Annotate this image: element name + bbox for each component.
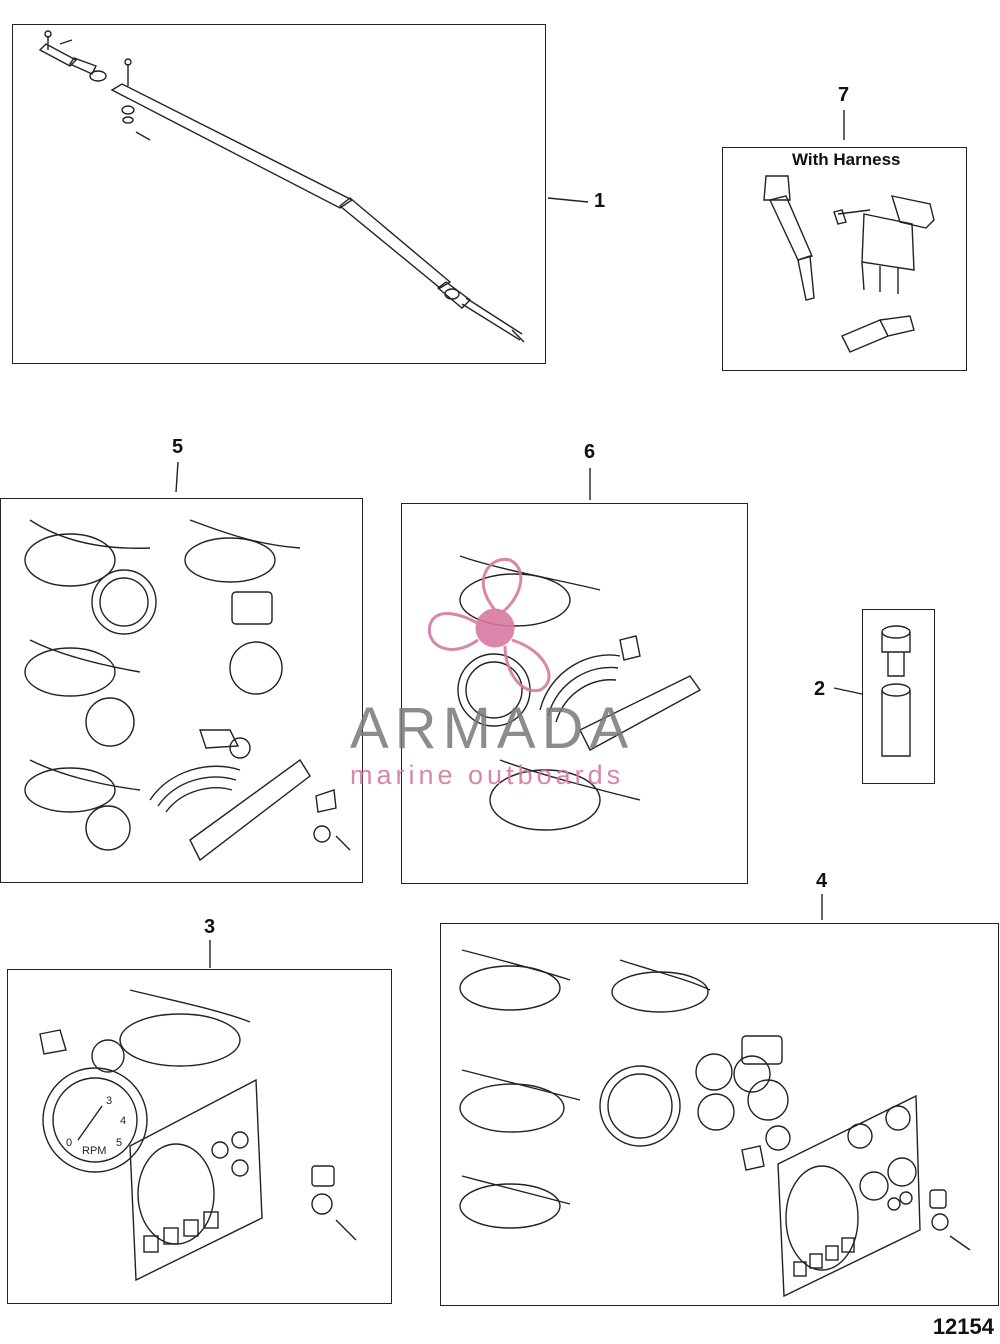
- panel-3-instruments-drawing: [39, 989, 357, 1282]
- panel-5-gauges-drawing: [24, 519, 351, 862]
- callout-6: 6: [584, 441, 596, 463]
- callout-5: 5: [172, 436, 184, 458]
- tach-scale-3: 3: [106, 1095, 112, 1107]
- tach-scale-4: 4: [120, 1115, 126, 1127]
- panel-4-instruments-drawing: [459, 949, 971, 1298]
- callout-1: 1: [594, 190, 606, 212]
- watermark-brand: ARMADA: [350, 696, 635, 761]
- panel-4-instrument-kit: [440, 923, 999, 1306]
- callout-7: 7: [838, 84, 850, 106]
- drawing-number: 12154: [932, 1314, 994, 1339]
- fitting-drawing: [881, 625, 911, 757]
- tach-rpm-label: RPM: [82, 1145, 106, 1157]
- callout-3: 3: [204, 916, 216, 938]
- panel-5-gauge-kit: [0, 498, 363, 883]
- callout-4: 4: [816, 870, 828, 892]
- watermark-tagline: marine outboards: [350, 760, 625, 790]
- steering-cable-drawing: [38, 30, 525, 343]
- panel-7-title: With Harness: [792, 150, 901, 169]
- callout-2: 2: [814, 678, 826, 700]
- watermark-propeller-logo: [427, 557, 551, 693]
- harness-parts-drawing: [763, 175, 935, 353]
- tach-scale-5: 5: [116, 1137, 122, 1149]
- panel-6-gauges-drawing: [457, 555, 702, 831]
- tach-scale-0: 0: [66, 1137, 72, 1149]
- panel-7-harness-kit: [722, 147, 967, 371]
